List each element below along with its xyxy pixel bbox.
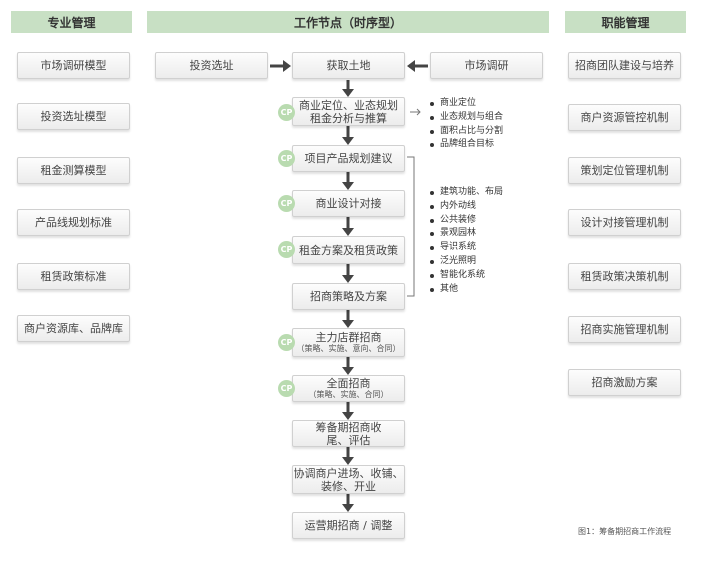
cp-badge-3: CP <box>278 195 295 212</box>
cp-badge-6: CP <box>278 380 295 397</box>
bullet-item: 泛光照明 <box>428 255 503 269</box>
right-item-design-coordination: 设计对接管理机制 <box>568 209 681 236</box>
cp-badge-1: CP <box>278 104 295 121</box>
cp-badge-5: CP <box>278 334 295 351</box>
right-item-team-building: 招商团队建设与培养 <box>568 52 681 79</box>
bullet-item: 景观园林 <box>428 227 503 241</box>
arrowhead-left <box>407 60 415 72</box>
header-work-nodes: 工作节点（时序型） <box>147 11 549 33</box>
flow-step-9-line1: 协调商户进场、收铺、 <box>293 466 404 480</box>
bullet-list-positioning: 商业定位 业态规划与组合 面积占比与分割 品牌组合目标 <box>428 97 503 152</box>
flow-step-7-sub: （策略、实施、合同） <box>308 390 389 399</box>
flow-step-5: 招商策略及方案 <box>292 283 405 310</box>
top-acquire-land: 获取土地 <box>292 52 405 79</box>
bullet-item: 面积占比与分割 <box>428 125 503 139</box>
left-item-site-selection-model: 投资选址模型 <box>17 103 130 130</box>
bullet-list-design: 建筑功能、布局 内外动线 公共装修 景观园林 导识系统 泛光照明 智能化系统 其… <box>428 186 503 296</box>
flow-step-1-line2: 租金分析与推算 <box>310 111 387 125</box>
flow-step-10: 运营期招商 / 调整 <box>292 512 405 539</box>
flow-step-8-line2: 尾、评估 <box>326 433 371 447</box>
bullet-item: 商业定位 <box>428 97 503 111</box>
bullet-item: 其他 <box>428 283 503 297</box>
right-item-positioning-management: 策划定位管理机制 <box>568 157 681 184</box>
flow-step-6-sub: （策略、实施、意向、合同） <box>296 344 401 353</box>
bullet-item: 导识系统 <box>428 241 503 255</box>
left-item-tenant-brand-database: 商户资源库、品牌库 <box>17 315 130 342</box>
bracket-bullets-2 <box>407 156 415 297</box>
right-item-leasing-decision: 租赁政策决策机制 <box>568 263 681 290</box>
flow-step-8: 筹备期招商收尾、评估 <box>292 420 405 447</box>
arrowhead-right <box>283 60 291 72</box>
flow-step-7-line1: 全面招商 <box>326 377 371 390</box>
left-item-product-line-standard: 产品线规划标准 <box>17 209 130 236</box>
flow-step-7: 全面招商（策略、实施、合同） <box>292 375 405 402</box>
flow-step-4: 租金方案及租赁政策 <box>292 236 405 264</box>
bullet-item: 建筑功能、布局 <box>428 186 503 200</box>
flow-step-1: 商业定位、业态规划租金分析与推算 <box>292 97 405 126</box>
flow-step-4-label: 租金方案及租赁政策 <box>299 243 398 257</box>
flow-step-6: 主力店群招商（策略、实施、意向、合同） <box>292 328 405 357</box>
flow-step-9-line2: 装修、开业 <box>321 479 376 493</box>
bullet-item: 内外动线 <box>428 200 503 214</box>
flow-step-2-label: 项目产品规划建议 <box>304 152 393 165</box>
flow-step-3-label: 商业设计对接 <box>315 197 382 210</box>
left-item-rent-calculation-model: 租金测算模型 <box>17 157 130 184</box>
left-item-leasing-policy-standard: 租赁政策标准 <box>17 263 130 290</box>
right-item-incentive-plan: 招商激励方案 <box>568 369 681 396</box>
top-market-research: 市场调研 <box>430 52 543 79</box>
flow-step-10-label: 运营期招商 / 调整 <box>304 519 393 532</box>
right-item-tenant-resource-control: 商户资源管控机制 <box>568 104 681 131</box>
bullet-item: 智能化系统 <box>428 269 503 283</box>
top-site-selection: 投资选址 <box>155 52 268 79</box>
bullet-item: 公共装修 <box>428 214 503 228</box>
flow-step-9: 协调商户进场、收铺、装修、开业 <box>292 465 405 494</box>
cp-badge-4: CP <box>278 241 295 258</box>
flow-step-1-line1: 商业定位、业态规划 <box>299 98 398 112</box>
right-item-implementation-management: 招商实施管理机制 <box>568 316 681 343</box>
bullet-item: 业态规划与组合 <box>428 111 503 125</box>
flow-step-8-line1: 筹备期招商收 <box>315 420 382 434</box>
left-item-market-research-model: 市场调研模型 <box>17 52 130 79</box>
flow-step-6-line1: 主力店群招商 <box>315 331 382 344</box>
header-functional-management: 职能管理 <box>565 11 686 33</box>
flow-step-2: 项目产品规划建议 <box>292 145 405 172</box>
header-professional-management: 专业管理 <box>11 11 132 33</box>
cp-badge-2: CP <box>278 150 295 167</box>
bullet-item: 品牌组合目标 <box>428 138 503 152</box>
flow-step-3: 商业设计对接 <box>292 190 405 217</box>
flow-step-5-label: 招商策略及方案 <box>310 290 387 303</box>
figure-caption: 图1：筹备期招商工作流程 <box>578 527 672 536</box>
